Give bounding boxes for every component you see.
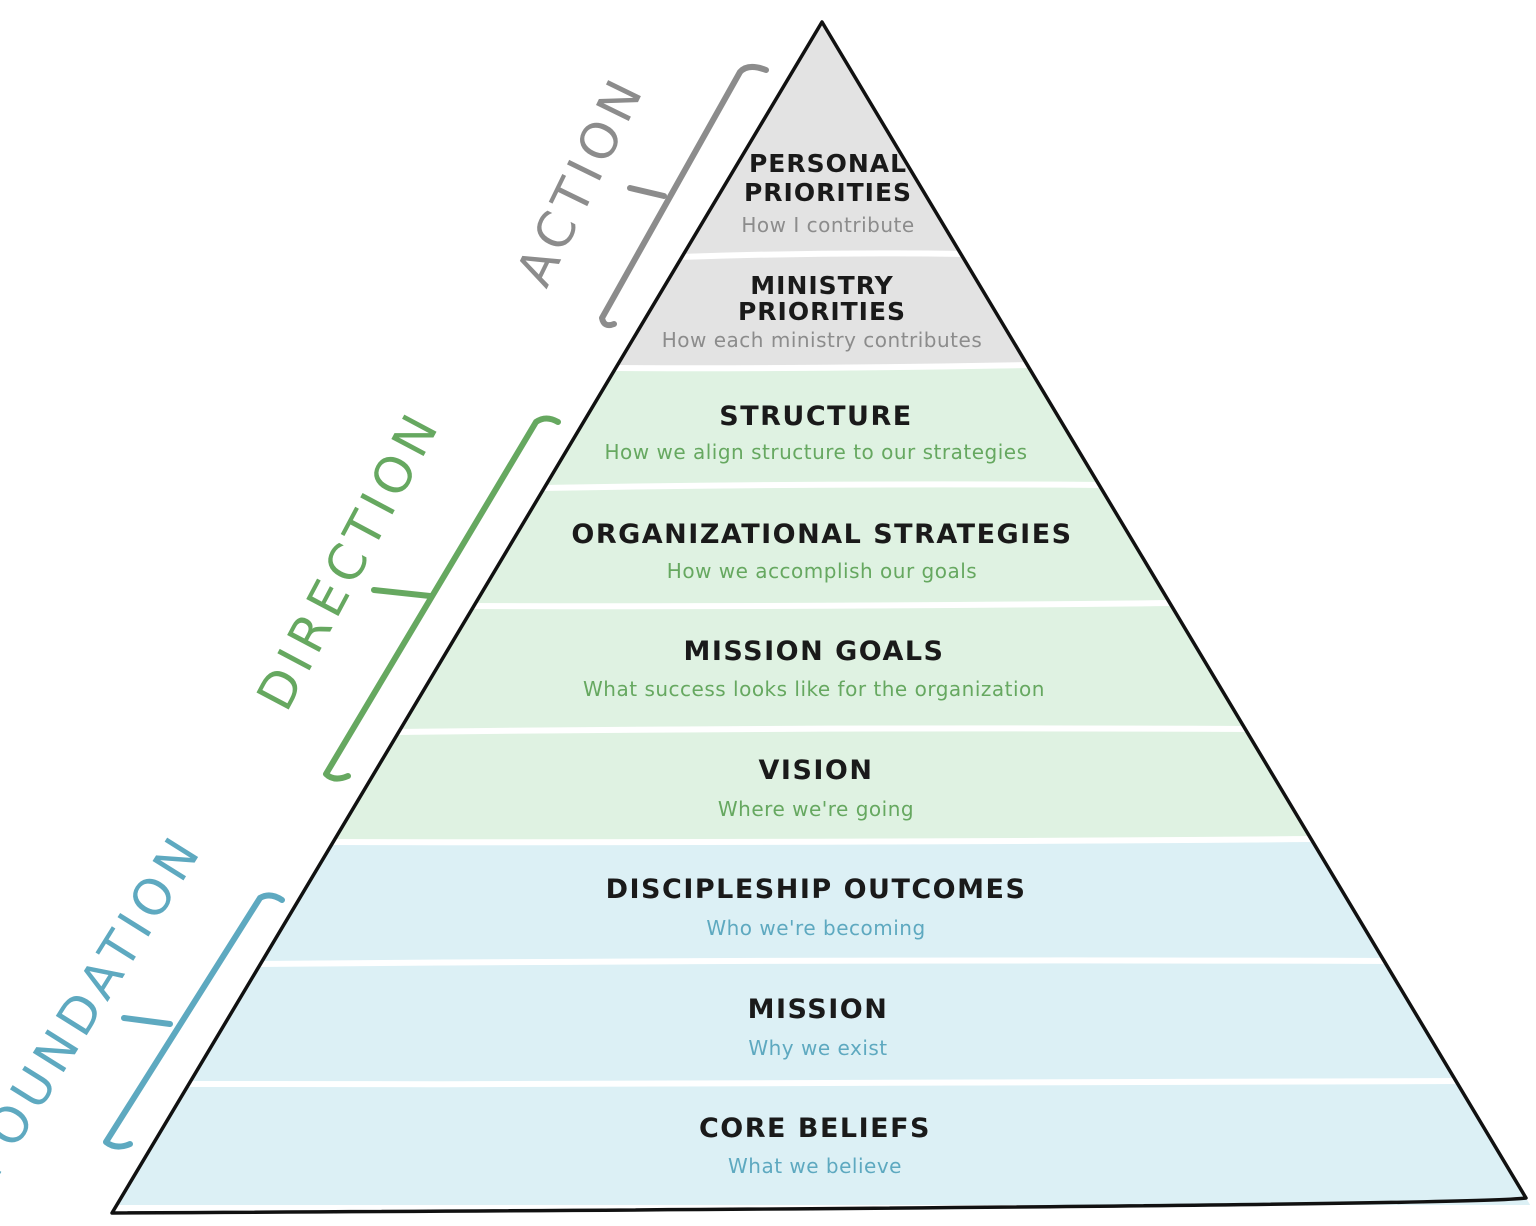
tier-title: PRIORITIES	[744, 178, 912, 207]
tier-title: CORE BELIEFS	[699, 1113, 931, 1144]
tier-separator	[392, 725, 1253, 735]
tier-subtitle: How we align structure to our strategies	[604, 440, 1027, 464]
tier-band	[190, 962, 1457, 1082]
tier-organizational-strategies: ORGANIZATIONAL STRATEGIES How we accompli…	[475, 486, 1171, 604]
group-bracket-tick	[371, 587, 433, 599]
tier-subtitle: Where we're going	[718, 797, 914, 821]
tier-band	[475, 486, 1171, 604]
tier-separator	[183, 1078, 1464, 1088]
tier-core-beliefs: CORE BELIEFS What we believe	[116, 1082, 1531, 1205]
tier-separator	[254, 957, 1392, 967]
tier-subtitle: What we believe	[728, 1154, 902, 1178]
tier-discipleship-outcomes: DISCIPLESHIP OUTCOMES Who we're becoming	[261, 840, 1385, 962]
tier-band	[116, 1082, 1531, 1205]
tier-subtitle: How each ministry contributes	[662, 328, 983, 352]
group-bracket	[103, 892, 285, 1150]
tier-vision: VISION Where we're going	[334, 730, 1312, 840]
tier-separator	[676, 250, 969, 260]
tier-separators	[183, 250, 1464, 1088]
tier-title: VISION	[759, 755, 874, 786]
group-bracket-tick	[627, 185, 667, 199]
tier-subtitle: Why we exist	[748, 1036, 887, 1060]
tier-band	[399, 604, 1246, 730]
tier-title: DISCIPLESHIP OUTCOMES	[606, 874, 1027, 905]
tier-mission: MISSION Why we exist	[190, 962, 1457, 1082]
tier-title: MISSION GOALS	[683, 636, 944, 667]
tier-title: MISSION	[748, 994, 889, 1025]
tier-separator	[609, 362, 1035, 372]
tier-subtitle: What success looks like for the organiza…	[583, 677, 1045, 701]
tier-title: MINISTRY	[750, 271, 893, 300]
tier-title: STRUCTURE	[719, 401, 912, 432]
group-bracket-tick	[121, 1015, 173, 1027]
tier-separator	[538, 481, 1107, 491]
tier-mission-goals: MISSION GOALS What success looks like for…	[399, 604, 1246, 730]
tier-subtitle: How we accomplish our goals	[667, 559, 977, 583]
tier-title: ORGANIZATIONAL STRATEGIES	[571, 519, 1072, 550]
tier-band	[616, 255, 1028, 366]
group-bracket	[599, 64, 769, 329]
tier-separator	[468, 600, 1178, 610]
tier-subtitle: How I contribute	[741, 213, 914, 237]
tier-band	[683, 22, 962, 255]
tier-subtitle: Who we're becoming	[706, 916, 925, 940]
tier-band	[334, 730, 1312, 840]
tier-separator	[327, 836, 1319, 846]
tier-title: PRIORITIES	[738, 297, 906, 326]
tier-band	[261, 840, 1385, 962]
tier-structure: STRUCTURE How we align structure to our s…	[545, 366, 1100, 486]
tier-band	[545, 366, 1100, 486]
pyramid-outline	[110, 20, 1528, 1215]
group-label: DIRECTION	[246, 400, 452, 719]
tier-title: PERSONAL	[749, 149, 907, 178]
